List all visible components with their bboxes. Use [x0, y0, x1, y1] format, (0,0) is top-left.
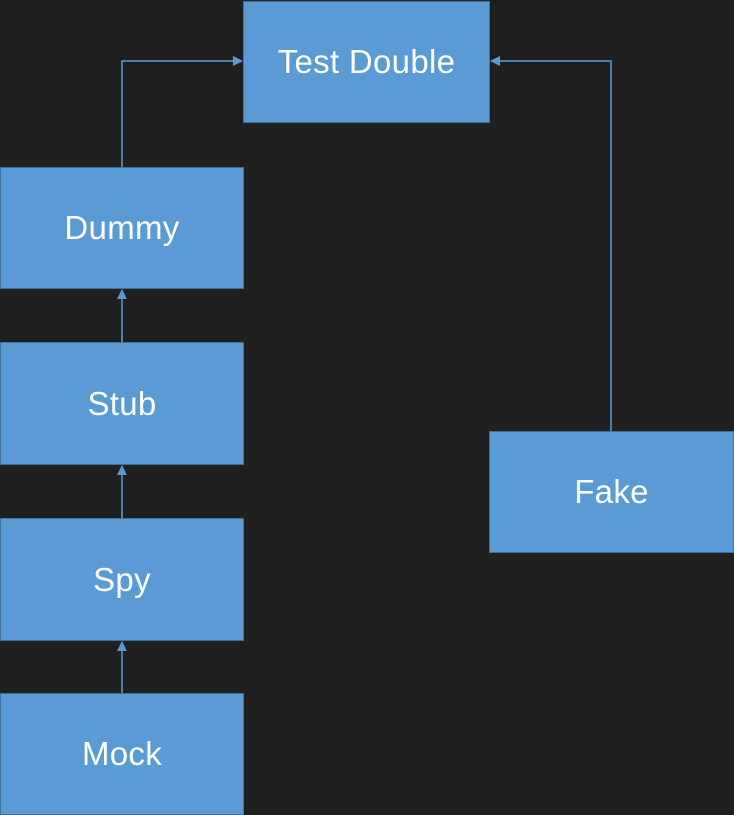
node-label-dummy: Dummy	[64, 209, 180, 246]
node-label-fake: Fake	[574, 473, 649, 510]
node-fake: Fake	[489, 431, 734, 553]
node-label-stub: Stub	[87, 384, 157, 422]
node-label-spy: Spy	[93, 560, 151, 598]
edge-dummy-to-test-double	[121, 56, 243, 167]
node-dummy: Dummy	[0, 167, 244, 289]
node-label-mock: Mock	[81, 735, 163, 772]
node-mock: Mock	[0, 693, 244, 815]
node-test-double: Test Double	[243, 1, 490, 123]
edge-fake-to-test-double	[490, 56, 612, 431]
node-spy: Spy	[0, 518, 244, 641]
node-stub: Stub	[0, 342, 244, 465]
node-label-test-double: Test Double	[277, 43, 456, 80]
